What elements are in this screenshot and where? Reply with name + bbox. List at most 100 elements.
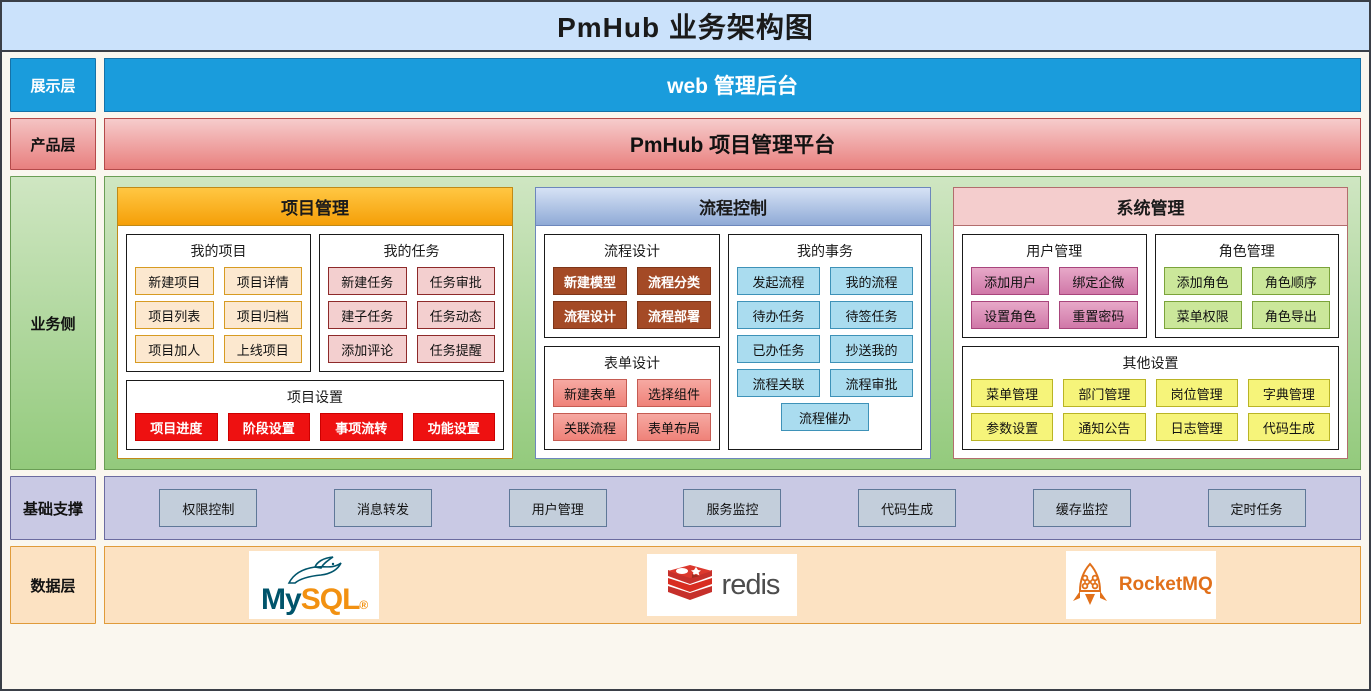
feature-button[interactable]: 待签任务 [830,301,913,329]
group-角色管理: 角色管理添加角色角色顺序菜单权限角色导出 [1154,234,1339,338]
mysql-wordmark: MySQL® [261,583,368,616]
business-band: 项目管理我的项目新建项目项目详情项目列表项目归档项目加人上线项目 我的任务新建任务… [104,176,1361,470]
feature-button[interactable]: 代码生成 [1247,413,1330,441]
feature-button[interactable]: 项目详情 [223,267,302,295]
infra-button[interactable]: 定时任务 [1207,489,1306,527]
feature-button[interactable]: 菜单管理 [971,379,1054,407]
feature-button[interactable]: 任务审批 [416,267,495,295]
column-title-project: 项目管理 [118,188,512,226]
infra-button[interactable]: 缓存监控 [1032,489,1131,527]
infra-button[interactable]: 消息转发 [334,489,433,527]
group-pair: 用户管理添加用户绑定企微设置角色重置密码角色管理添加角色角色顺序菜单权限角色导出 [962,234,1339,338]
infra-button[interactable]: 服务监控 [683,489,782,527]
layer-label-presentation: 展示层 [10,58,96,112]
feature-button[interactable]: 项目列表 [135,301,214,329]
column-title-flow: 流程控制 [536,188,930,226]
button-grid: 新建表单选择组件关联流程表单布局 [553,379,711,441]
group-title: 我的项目 [190,243,247,259]
feature-button[interactable]: 表单布局 [637,413,711,441]
rocketmq-logo: RocketMQ [1065,551,1216,619]
feature-button[interactable]: 流程部署 [637,301,711,329]
feature-button[interactable]: 菜单权限 [1163,301,1242,329]
feature-button[interactable]: 上线项目 [223,335,302,363]
feature-button[interactable]: 流程审批 [830,369,913,397]
feature-button[interactable]: 日志管理 [1155,413,1238,441]
infra-button[interactable]: 代码生成 [858,489,957,527]
layer-product: 产品层 PmHub 项目管理平台 [2,118,1369,170]
feature-button[interactable]: 参数设置 [971,413,1054,441]
feature-button[interactable]: 关联流程 [553,413,627,441]
group-项目设置: 项目设置项目进度阶段设置事项流转功能设置 [126,380,504,450]
group-title: 用户管理 [1026,243,1083,259]
feature-button[interactable]: 建子任务 [328,301,407,329]
button-grid: 发起流程我的流程待办任务待签任务已办任务抄送我的流程关联流程审批 [737,267,913,397]
button-grid: 新建任务任务审批建子任务任务动态添加评论任务提醒 [328,267,495,363]
feature-button[interactable]: 通知公告 [1063,413,1146,441]
feature-button[interactable]: 流程催办 [781,403,869,431]
feature-button[interactable]: 选择组件 [637,379,711,407]
group-我的事务: 我的事务发起流程我的流程待办任务待签任务已办任务抄送我的流程关联流程审批流程催办 [728,234,922,450]
infra-button[interactable]: 用户管理 [508,489,607,527]
feature-button[interactable]: 任务提醒 [416,335,495,363]
feature-button[interactable]: 任务动态 [416,301,495,329]
group-pair: 我的项目新建项目项目详情项目列表项目归档项目加人上线项目 我的任务新建任务任务审批… [126,234,504,372]
feature-button[interactable]: 项目加人 [135,335,214,363]
layer-infra: 基础支撑 权限控制消息转发用户管理服务监控代码生成缓存监控定时任务 [2,476,1369,540]
button-grid: 项目进度阶段设置事项流转功能设置 [135,413,495,441]
feature-button[interactable]: 待办任务 [737,301,820,329]
feature-button[interactable]: 岗位管理 [1155,379,1238,407]
feature-button[interactable]: 流程关联 [737,369,820,397]
feature-button[interactable]: 流程分类 [637,267,711,295]
group-title: 我的任务 [383,243,440,259]
feature-button[interactable]: 重置密码 [1059,301,1138,329]
feature-button[interactable]: 项目进度 [135,413,218,441]
button-grid: 菜单管理部门管理岗位管理字典管理参数设置通知公告日志管理代码生成 [971,379,1330,441]
feature-button[interactable]: 角色顺序 [1251,267,1330,295]
button-grid: 添加用户绑定企微设置角色重置密码 [971,267,1138,329]
column-body-project: 我的项目新建项目项目详情项目列表项目归档项目加人上线项目 我的任务新建任务任务审批… [118,226,512,458]
group-title: 表单设计 [604,355,660,371]
rocketmq-wordmark: RocketMQ [1118,574,1213,595]
feature-button[interactable]: 流程设计 [553,301,627,329]
feature-button[interactable]: 新建模型 [553,267,627,295]
page-title-text: PmHub 业务架构图 [557,12,814,43]
feature-button[interactable]: 阶段设置 [227,413,310,441]
group-流程设计: 流程设计新建模型流程分类流程设计流程部署 [544,234,720,338]
feature-button[interactable]: 添加用户 [971,267,1050,295]
column-flow: 流程控制流程设计新建模型流程分类流程设计流程部署表单设计新建表单选择组件关联流程… [535,187,931,459]
redis-stack-icon [667,565,712,600]
group-title: 项目设置 [287,389,343,405]
feature-button[interactable]: 事项流转 [320,413,403,441]
feature-button[interactable]: 添加角色 [1163,267,1242,295]
feature-button[interactable]: 新建表单 [553,379,627,407]
feature-button[interactable]: 功能设置 [412,413,495,441]
group-title: 流程设计 [604,243,660,259]
layer-business: 业务侧 项目管理我的项目新建项目项目详情项目列表项目归档项目加人上线项目我的任务… [2,176,1369,470]
feature-button[interactable]: 已办任务 [737,335,820,363]
layer-presentation: 展示层 web 管理后台 [2,58,1369,112]
layer-label-product: 产品层 [10,118,96,170]
feature-button[interactable]: 发起流程 [737,267,820,295]
redis-wordmark: redis [721,568,781,601]
column-project: 项目管理我的项目新建项目项目详情项目列表项目归档项目加人上线项目 我的任务新建任务… [117,187,513,459]
data-band: MySQL® redis RocketMQ [104,546,1361,624]
feature-button[interactable]: 项目归档 [223,301,302,329]
feature-button[interactable]: 部门管理 [1063,379,1146,407]
presentation-band: web 管理后台 [104,58,1361,112]
business-columns: 项目管理我的项目新建项目项目详情项目列表项目归档项目加人上线项目 我的任务新建任务… [117,187,1348,459]
feature-button[interactable]: 添加评论 [328,335,407,363]
feature-button[interactable]: 绑定企微 [1059,267,1138,295]
feature-button[interactable]: 字典管理 [1247,379,1330,407]
feature-button[interactable]: 新建项目 [135,267,214,295]
feature-button[interactable]: 新建任务 [328,267,407,295]
feature-button[interactable]: 我的流程 [830,267,913,295]
feature-button[interactable]: 角色导出 [1251,301,1330,329]
infra-button[interactable]: 权限控制 [159,489,258,527]
product-band: PmHub 项目管理平台 [104,118,1361,170]
group-用户管理: 用户管理添加用户绑定企微设置角色重置密码 [962,234,1147,338]
rocket-icon [1072,562,1107,605]
button-grid: 添加角色角色顺序菜单权限角色导出 [1163,267,1330,329]
feature-button[interactable]: 设置角色 [971,301,1050,329]
group-其他设置: 其他设置菜单管理部门管理岗位管理字典管理参数设置通知公告日志管理代码生成 [962,346,1339,450]
feature-button[interactable]: 抄送我的 [830,335,913,363]
